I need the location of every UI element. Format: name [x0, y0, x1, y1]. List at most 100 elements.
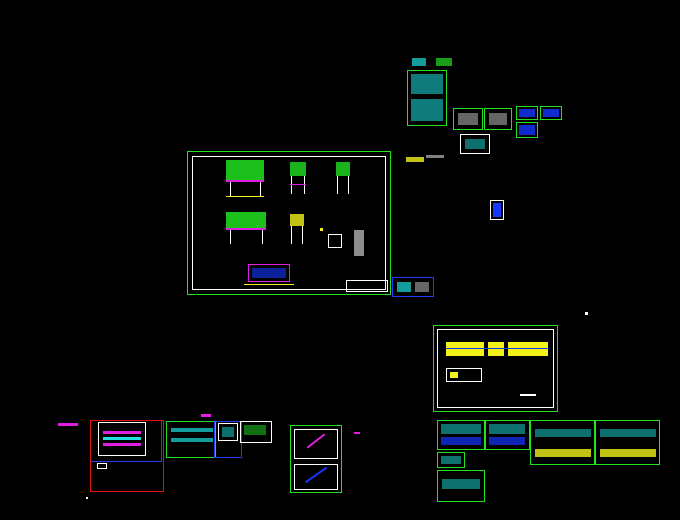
- sheet-content: [489, 437, 525, 445]
- sheet-content: [171, 428, 213, 432]
- column: [337, 176, 338, 194]
- drawing-sheet[interactable]: [240, 421, 272, 443]
- tag-marker: [201, 414, 211, 417]
- elevation-beam: [226, 228, 266, 230]
- section-strip: [508, 342, 548, 356]
- column: [348, 176, 349, 194]
- sheet-content: [103, 431, 141, 434]
- column: [230, 182, 231, 196]
- drawing-sheet[interactable]: [516, 122, 538, 138]
- title-text: [520, 394, 536, 396]
- drawing-thumbnail[interactable]: [412, 58, 426, 66]
- column: [304, 176, 305, 194]
- drawing-sheet[interactable]: [516, 106, 538, 120]
- sheet-content: [519, 125, 535, 135]
- sheet-content: [535, 429, 591, 437]
- drawing-sheet-graph[interactable]: [290, 425, 342, 493]
- column: [291, 176, 292, 194]
- section-view: [290, 214, 304, 226]
- sheet-content: [441, 437, 481, 445]
- sheet-inner-frame: [437, 329, 554, 408]
- column: [262, 230, 263, 244]
- tag-marker[interactable]: [354, 432, 360, 434]
- crosshair-icon[interactable]: [86, 497, 88, 499]
- elevation-view: [226, 212, 266, 228]
- sheet-content: [171, 438, 213, 442]
- column: [230, 230, 231, 244]
- loose-annotation[interactable]: [426, 155, 444, 158]
- drawing-sheet-main[interactable]: [187, 151, 391, 295]
- detail-marker: [320, 228, 323, 231]
- section-line: [446, 348, 548, 349]
- section-view: [290, 162, 306, 176]
- drawing-sheet[interactable]: [166, 421, 216, 458]
- section-strip: [446, 342, 484, 356]
- elevation-view: [226, 160, 264, 180]
- sheet-content: [489, 424, 525, 434]
- sheet-content: [489, 113, 507, 125]
- sheet-content: [441, 424, 481, 434]
- title-block[interactable]: [97, 463, 107, 469]
- plan-dimension: [244, 284, 294, 285]
- sheet-inner-frame: [192, 156, 386, 290]
- drawing-sheet[interactable]: [540, 106, 562, 120]
- column: [260, 182, 261, 196]
- graph-panel: [294, 429, 338, 459]
- drawing-sheet-plan[interactable]: [433, 325, 558, 412]
- sheet-content: [442, 479, 480, 489]
- elevation-beam: [226, 180, 264, 182]
- title-block: [346, 280, 388, 292]
- drawing-sheet[interactable]: [453, 108, 483, 130]
- drawing-sheet[interactable]: [437, 470, 485, 502]
- drawing-sheet[interactable]: [484, 108, 512, 130]
- sheet-content: [244, 425, 266, 435]
- sheet-content: [411, 99, 443, 121]
- graph-panel: [294, 464, 338, 490]
- drawing-sheet[interactable]: [437, 452, 465, 468]
- drawing-sheet[interactable]: [437, 420, 485, 450]
- drawing-sheet-tall[interactable]: [407, 70, 447, 126]
- drawing-thumbnail[interactable]: [436, 58, 452, 66]
- drawing-thumbnail[interactable]: [490, 200, 504, 220]
- drawing-sheet[interactable]: [485, 420, 530, 450]
- section-view: [336, 162, 350, 176]
- drawing-sheet-small[interactable]: [392, 277, 434, 297]
- drawing-sheet[interactable]: [98, 422, 146, 456]
- drawing-sheet[interactable]: [460, 134, 490, 154]
- point-marker[interactable]: [585, 312, 588, 315]
- sheet-content: [222, 427, 234, 437]
- drawing-sheet[interactable]: [595, 420, 660, 465]
- detail-box: [328, 234, 342, 248]
- drawing-sheet[interactable]: [218, 423, 238, 441]
- column: [291, 226, 292, 244]
- column: [302, 226, 303, 244]
- detail-box: [446, 368, 482, 382]
- sheet-content: [411, 74, 443, 94]
- loose-annotation[interactable]: [406, 157, 424, 162]
- sheet-content: [600, 449, 656, 457]
- beam: [290, 184, 306, 185]
- dimension-line: [226, 196, 264, 197]
- sheet-content: [441, 456, 461, 464]
- red-viewport-frame[interactable]: [90, 420, 164, 492]
- notes-text: [354, 230, 364, 256]
- sheet-content: [458, 113, 478, 125]
- sheet-content: [535, 449, 591, 457]
- plan-grid: [252, 268, 286, 278]
- sheet-content: [103, 437, 141, 440]
- plan-view: [248, 264, 290, 282]
- sheet-content: [397, 282, 411, 292]
- section-strip: [488, 342, 504, 356]
- sheet-content: [465, 139, 485, 149]
- sheet-content: [600, 429, 656, 437]
- sheet-content: [415, 282, 429, 292]
- sheet-content: [543, 109, 559, 117]
- drawing-sheet-blue-frame[interactable]: [214, 421, 242, 458]
- sheet-content: [493, 203, 501, 217]
- detail-fill: [450, 372, 458, 378]
- sheet-content: [103, 443, 141, 446]
- sheet-content: [519, 109, 535, 117]
- drawing-sheet[interactable]: [530, 420, 595, 465]
- tag-marker: [58, 423, 78, 426]
